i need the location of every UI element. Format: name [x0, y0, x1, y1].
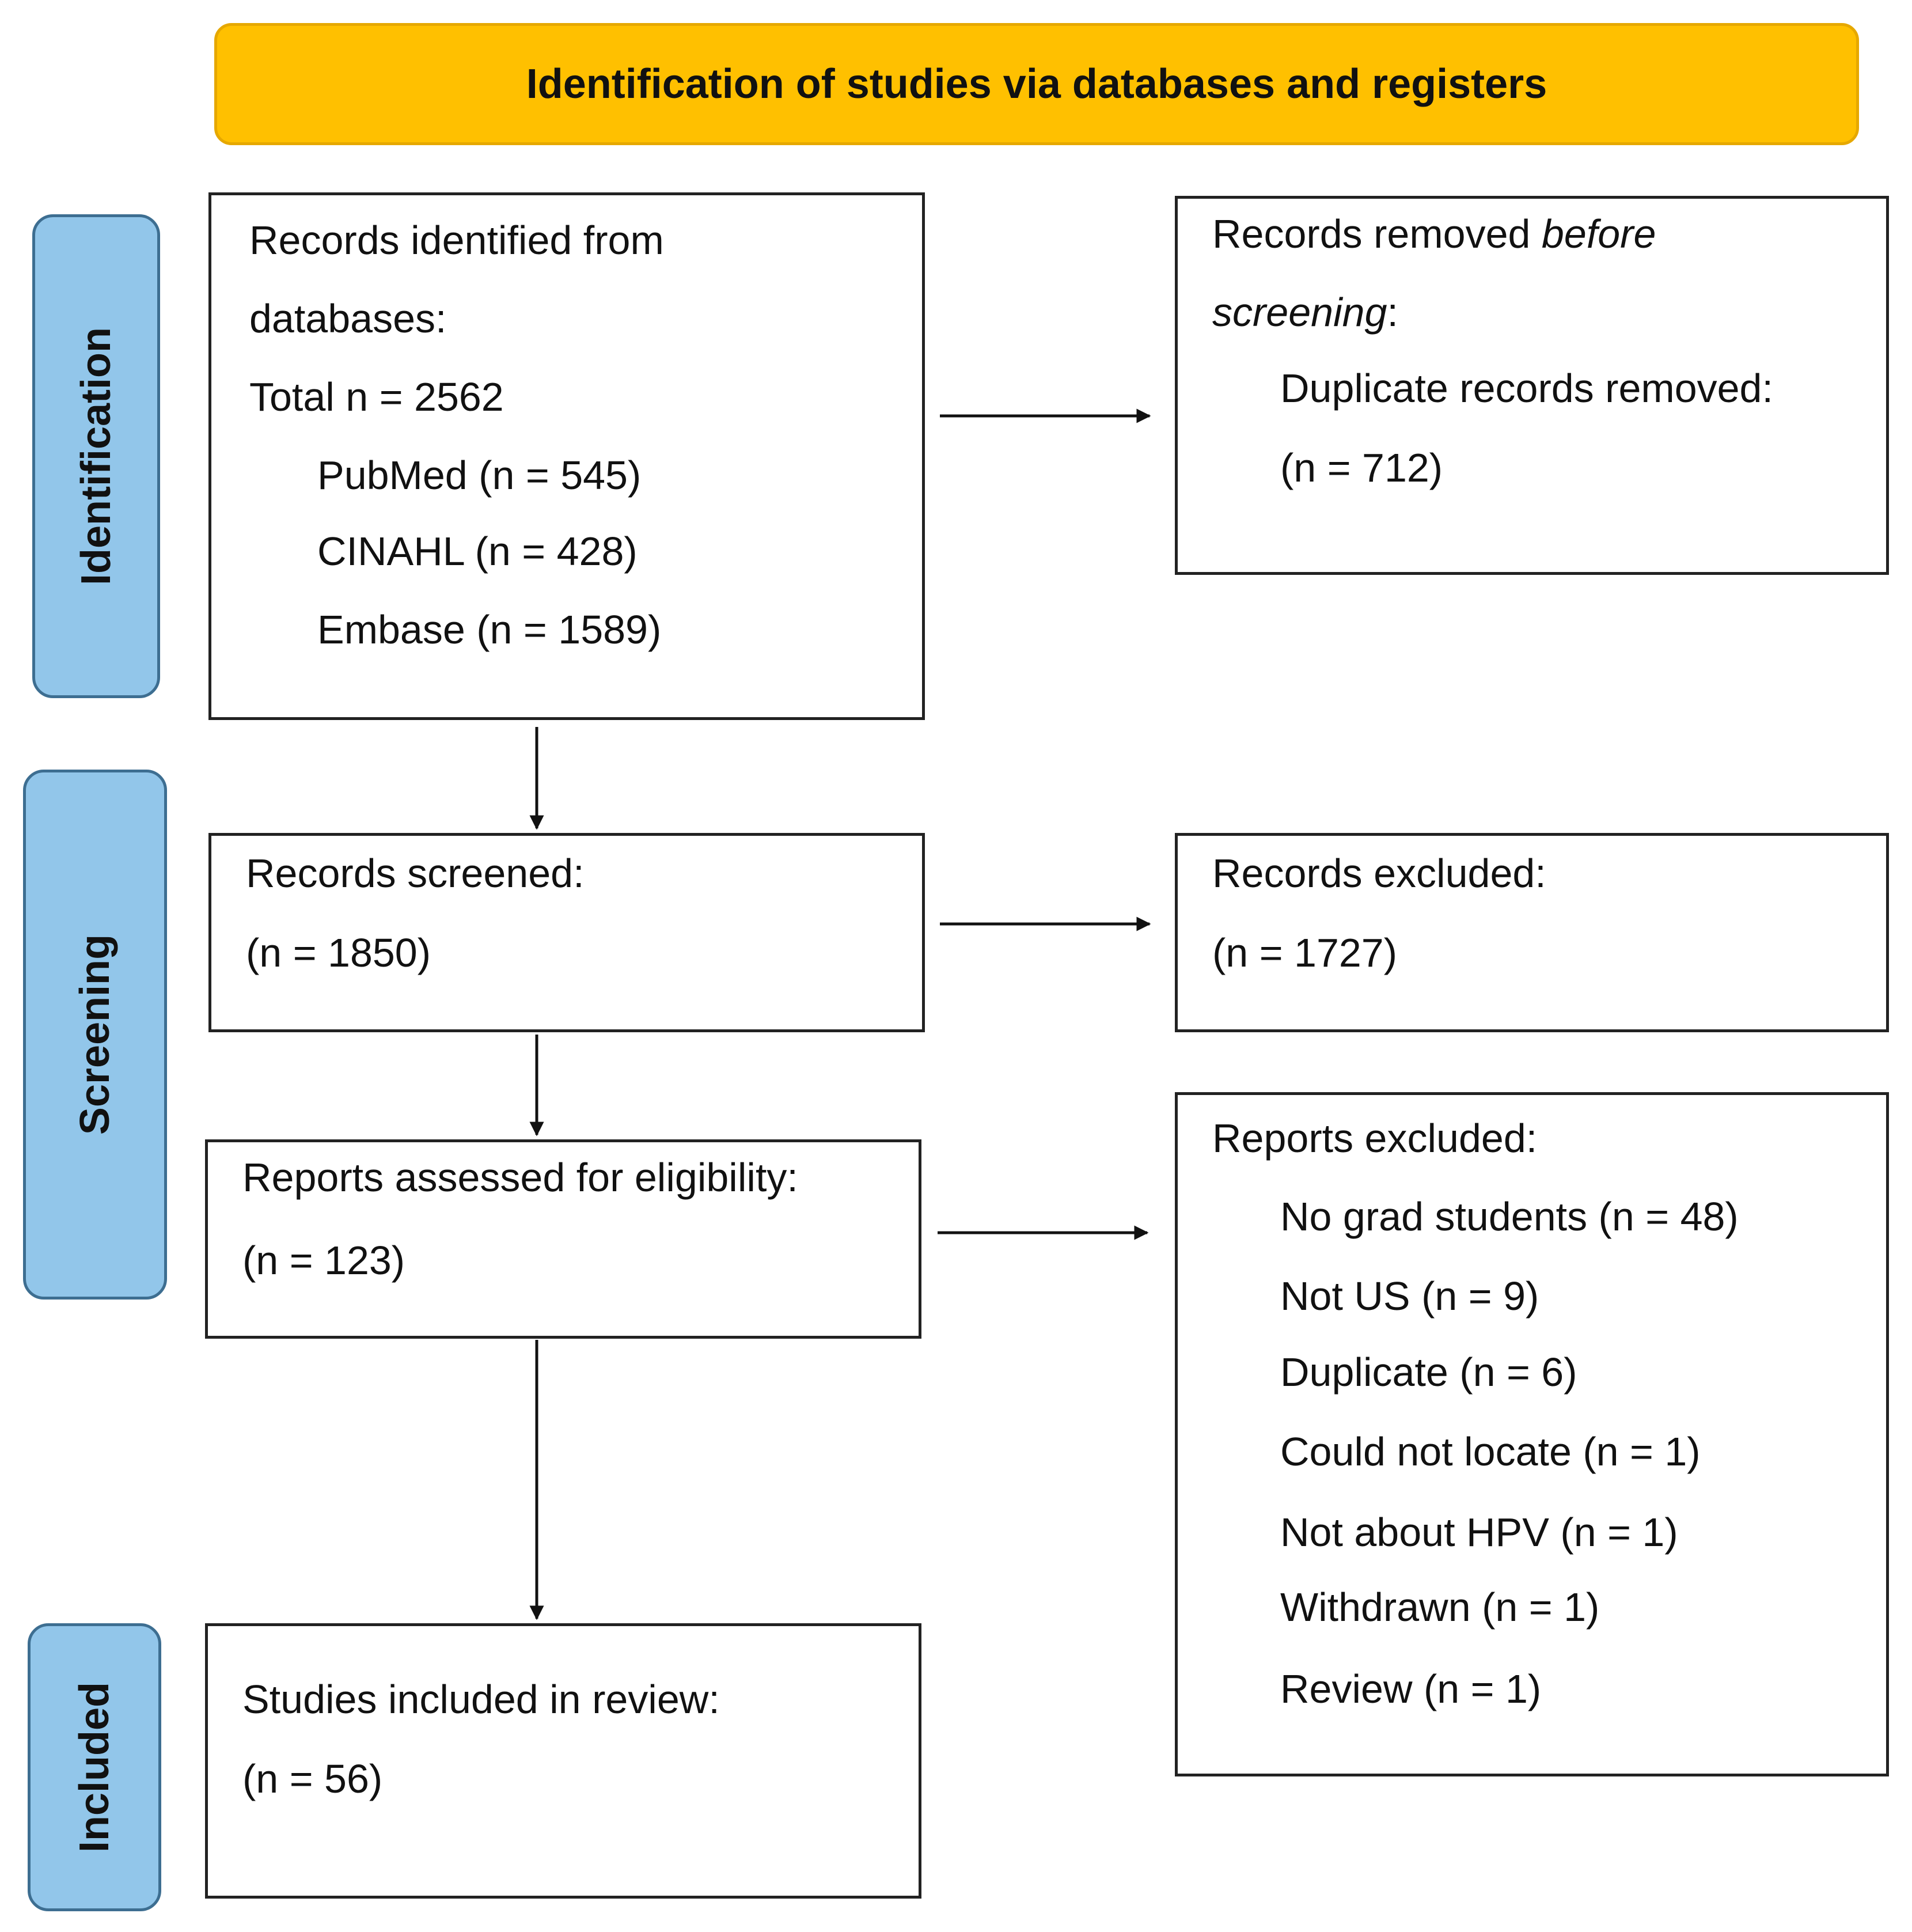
source-embase: Embase (n = 1589) — [317, 607, 662, 652]
exclusion-reason: Withdrawn (n = 1) — [1280, 1585, 1600, 1630]
records-excluded-count: (n = 1727) — [1212, 930, 1398, 975]
studies-included-count: (n = 56) — [242, 1756, 383, 1801]
reports-excluded-label: Reports excluded: — [1212, 1116, 1538, 1161]
studies-included-box: Studies included in review: (n = 56) — [205, 1623, 921, 1899]
exclusion-reason: Could not locate (n = 1) — [1280, 1429, 1701, 1474]
records-screened-count: (n = 1850) — [246, 930, 431, 975]
exclusion-reason: Duplicate (n = 6) — [1280, 1350, 1577, 1395]
records-removed-suffix: : — [1387, 290, 1398, 335]
records-identified-line2: databases: — [249, 296, 447, 341]
source-pubmed: PubMed (n = 545) — [317, 453, 642, 498]
stage-included: Included — [28, 1623, 161, 1911]
source-cinahl: CINAHL (n = 428) — [317, 529, 638, 574]
studies-included-label: Studies included in review: — [242, 1677, 720, 1722]
records-removed-emph-before: before — [1541, 211, 1656, 256]
records-identified-box: Records identified from databases: Total… — [208, 192, 925, 720]
header-title: Identification of studies via databases … — [526, 61, 1547, 107]
reports-assessed-box: Reports assessed for eligibility: (n = 1… — [205, 1139, 921, 1339]
exclusion-reason: Not US (n = 9) — [1280, 1274, 1539, 1319]
records-screened-box: Records screened: (n = 1850) — [208, 833, 925, 1032]
reports-excluded-box: Reports excluded: No grad students (n = … — [1175, 1092, 1889, 1776]
reports-assessed-label: Reports assessed for eligibility: — [242, 1155, 798, 1200]
records-excluded-box: Records excluded: (n = 1727) — [1175, 833, 1889, 1032]
stage-screening: Screening — [23, 770, 167, 1300]
records-identified-total: Total n = 2562 — [249, 374, 504, 419]
records-removed-emph-screening: screening — [1212, 290, 1387, 335]
records-identified-line1: Records identified from — [249, 218, 664, 263]
records-removed-line1: Records removed before — [1212, 194, 1656, 274]
exclusion-reason: No grad students (n = 48) — [1280, 1194, 1739, 1239]
duplicate-records-count: (n = 712) — [1280, 445, 1443, 490]
header-banner: Identification of studies via databases … — [214, 23, 1859, 145]
records-removed-line2: screening: — [1212, 272, 1398, 352]
records-excluded-label: Records excluded: — [1212, 851, 1546, 896]
records-screened-label: Records screened: — [246, 851, 585, 896]
exclusion-reason: Review (n = 1) — [1280, 1666, 1542, 1711]
reports-assessed-count: (n = 123) — [242, 1238, 405, 1283]
stage-identification: Identification — [32, 214, 160, 698]
records-removed-box: Records removed before screening: Duplic… — [1175, 196, 1889, 575]
exclusion-reason: Not about HPV (n = 1) — [1280, 1510, 1678, 1555]
records-removed-prefix: Records removed — [1212, 211, 1542, 256]
duplicate-records-label: Duplicate records removed: — [1280, 366, 1773, 411]
